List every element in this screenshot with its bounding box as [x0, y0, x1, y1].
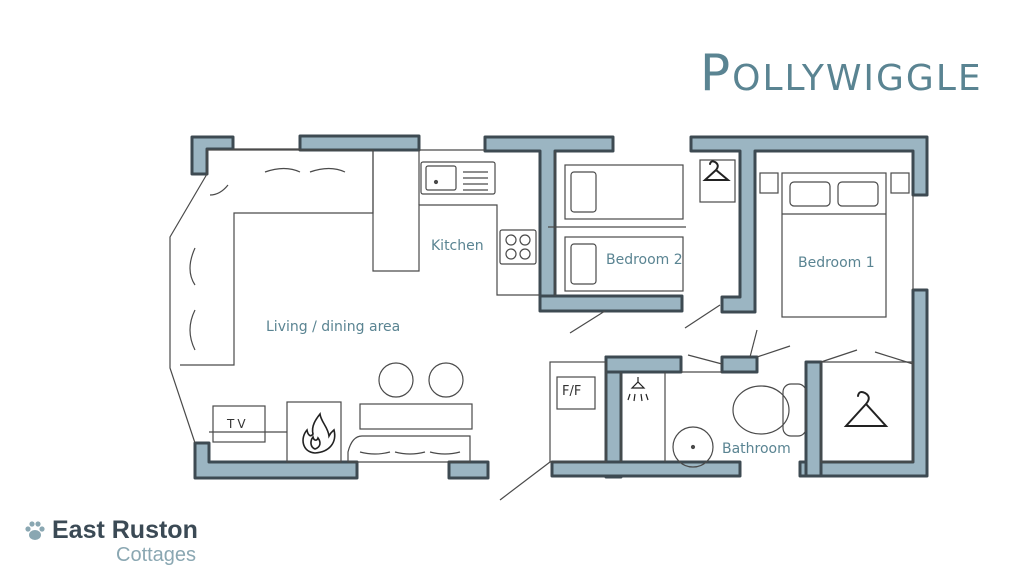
stool-2: [428, 362, 464, 398]
room-label-living: Living / dining area: [266, 319, 401, 335]
wall-bathroom-door-post: [720, 355, 759, 374]
hanger-icon-bed1: [843, 391, 889, 427]
property-title: POLLYWIGGLE: [700, 44, 983, 102]
tv-unit: [212, 405, 266, 443]
sink: [420, 161, 496, 195]
brand-name: East Ruston: [52, 516, 198, 544]
stool-1: [378, 362, 414, 398]
fridge-freezer-label: F/F: [562, 384, 582, 399]
wall-bathroom-left: [604, 355, 623, 479]
wall-top-left-corner: [190, 135, 235, 176]
wall-bathroom-right: [804, 360, 823, 478]
wall-top-bedroom2: [483, 135, 615, 298]
bay-window-left: [169, 173, 208, 444]
wall-top-living: [298, 134, 421, 152]
wall-bottom-mid: [447, 460, 490, 480]
hob: [499, 229, 537, 265]
title-rest: OLLYWIGGLE: [732, 58, 983, 99]
flame-icon: [302, 412, 336, 454]
shower-icon: [627, 377, 649, 402]
fridge-freezer: [549, 361, 607, 463]
tv-label: TV: [227, 417, 249, 431]
room-label-bedroom-2: Bedroom 2: [606, 252, 683, 268]
sofa: [347, 435, 471, 463]
double-bed: [781, 172, 887, 318]
paw-icon: [25, 521, 45, 540]
wall-bottom-left: [193, 441, 359, 480]
wall-bedroom2-bottom: [538, 294, 684, 313]
wall-top-bedroom1: [689, 135, 929, 314]
room-label-kitchen: Kitchen: [431, 238, 484, 254]
wardrobe-bed2: [699, 159, 736, 203]
title-initial: P: [700, 44, 733, 102]
wall-bathroom-bottom: [550, 460, 742, 478]
room-label-bathroom: Bathroom: [722, 441, 791, 457]
wall-bathroom-top: [604, 355, 683, 374]
toilet: [732, 385, 790, 435]
hanger-icon-bed2: [702, 160, 731, 181]
room-label-bedroom-1: Bedroom 1: [798, 255, 875, 271]
dining-table: [359, 403, 473, 430]
basin: [672, 426, 714, 468]
brand-subtitle: Cottages: [116, 544, 197, 566]
